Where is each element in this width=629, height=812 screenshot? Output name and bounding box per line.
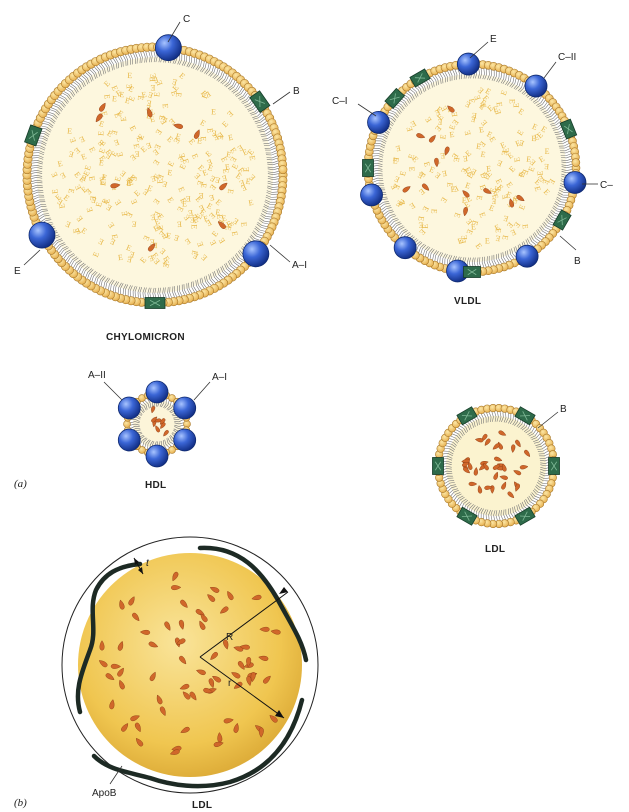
apoprotein-sphere [118, 397, 140, 419]
apoprotein-sphere [368, 111, 390, 133]
apoprotein-b-block [363, 160, 374, 177]
vldl-b-leader [560, 236, 576, 250]
vldl-label-c3: C– [600, 180, 613, 191]
apoprotein-sphere [146, 381, 168, 403]
triglyceride-glyph: E [96, 131, 105, 136]
phospholipid-head [279, 165, 287, 173]
triglyceride-glyph: E [211, 128, 217, 137]
apoprotein-sphere [516, 245, 538, 267]
triglyceride-glyph: E [161, 103, 170, 109]
chylo-label-a1: A–I [292, 260, 307, 271]
vldl-label-b: B [574, 256, 581, 267]
hdl-label-a1: A–I [212, 372, 227, 383]
ldl-small-b-leader [538, 412, 558, 428]
triglyceride-glyph: E [494, 228, 503, 233]
chylo-b-leader [273, 92, 290, 104]
apoprotein-sphere [394, 237, 416, 259]
vldl-label-c1: C–I [332, 96, 348, 107]
chylo-e-leader [24, 250, 40, 265]
triglyceride-glyph: E [472, 111, 478, 120]
chylo-a1-leader [270, 245, 290, 262]
apoprotein-b-block [433, 458, 444, 475]
chylo-label-e: E [14, 266, 21, 277]
triglyceride-glyph: E [485, 236, 490, 245]
phospholipid-head [184, 421, 191, 428]
triglyceride-glyph: E [242, 167, 251, 172]
apoprotein-sphere [457, 53, 479, 75]
triglyceride-glyph: E [407, 166, 416, 171]
apoprotein-sphere [155, 35, 181, 61]
chylomicron-particle: EEEEEEEEEEEEEEEEEEEEEEEEEEEEEEEEEEEEEEEE… [23, 35, 287, 309]
triglyceride-glyph: E [119, 116, 128, 122]
apoprotein-b-block [464, 267, 481, 278]
hdl-a2-leader [104, 382, 122, 400]
ldl-large-label-apob: ApoB [92, 788, 117, 799]
ldl-small-particle [433, 404, 560, 527]
triglyceride-glyph: E [520, 224, 529, 230]
triglyceride-glyph: E [544, 162, 550, 171]
triglyceride-glyph: E [199, 136, 208, 141]
ldl-large-particle [62, 537, 318, 793]
triglyceride-glyph: E [508, 99, 517, 104]
vldl-c2-leader [544, 62, 556, 78]
triglyceride-glyph: E [211, 107, 216, 116]
vldl-label-c2: C–II [558, 52, 576, 63]
apoprotein-sphere [361, 184, 383, 206]
ldl-large-title: LDL [192, 800, 212, 811]
chylomicron-title: CHYLOMICRON [106, 332, 185, 343]
apoprotein-sphere [146, 445, 168, 467]
panel-label-a: (a) [14, 478, 27, 490]
triglyceride-glyph: E [176, 220, 182, 229]
vldl-label-e: E [490, 34, 497, 45]
apoprotein-b-block [145, 298, 165, 309]
ldl-small-label-b: B [560, 404, 567, 415]
triglyceride-glyph: E [239, 221, 248, 227]
chylo-label-b: B [293, 86, 300, 97]
apoprotein-sphere [29, 222, 55, 248]
triglyceride-glyph: E [440, 151, 445, 160]
triglyceride-glyph: E [127, 71, 132, 80]
panel-label-b: (b) [14, 797, 27, 809]
hdl-particle [118, 381, 195, 467]
vldl-e-leader [470, 42, 488, 58]
vldl-c1-leader [358, 104, 376, 116]
ldl-small-title: LDL [485, 544, 505, 555]
chylo-label-c: C [183, 14, 190, 25]
hdl-a1-leader [194, 382, 210, 400]
apoprotein-sphere [243, 241, 269, 267]
triglyceride-glyph: E [545, 147, 550, 156]
triglyceride-glyph: E [125, 83, 134, 89]
hdl-title: HDL [145, 480, 166, 491]
apoprotein-sphere [525, 75, 547, 97]
apoprotein-sphere [174, 397, 196, 419]
phospholipid-head [572, 159, 580, 167]
triglyceride-glyph: E [198, 191, 203, 200]
apoprotein-sphere [118, 429, 140, 451]
vldl-title: VLDL [454, 296, 481, 307]
vldl-particle: EEEEEEEEEEEEEEEEEEEEEEEEEEEEEEEEEEEEEEEE… [361, 53, 586, 282]
apoprotein-sphere [564, 171, 586, 193]
apoprotein-sphere [174, 429, 196, 451]
apoprotein-b-block [549, 458, 560, 475]
triglyceride-glyph: E [189, 224, 198, 229]
ldl-large-label-R: R [226, 632, 233, 643]
phospholipid-head [124, 421, 131, 428]
hdl-label-a2: A–II [88, 370, 106, 381]
